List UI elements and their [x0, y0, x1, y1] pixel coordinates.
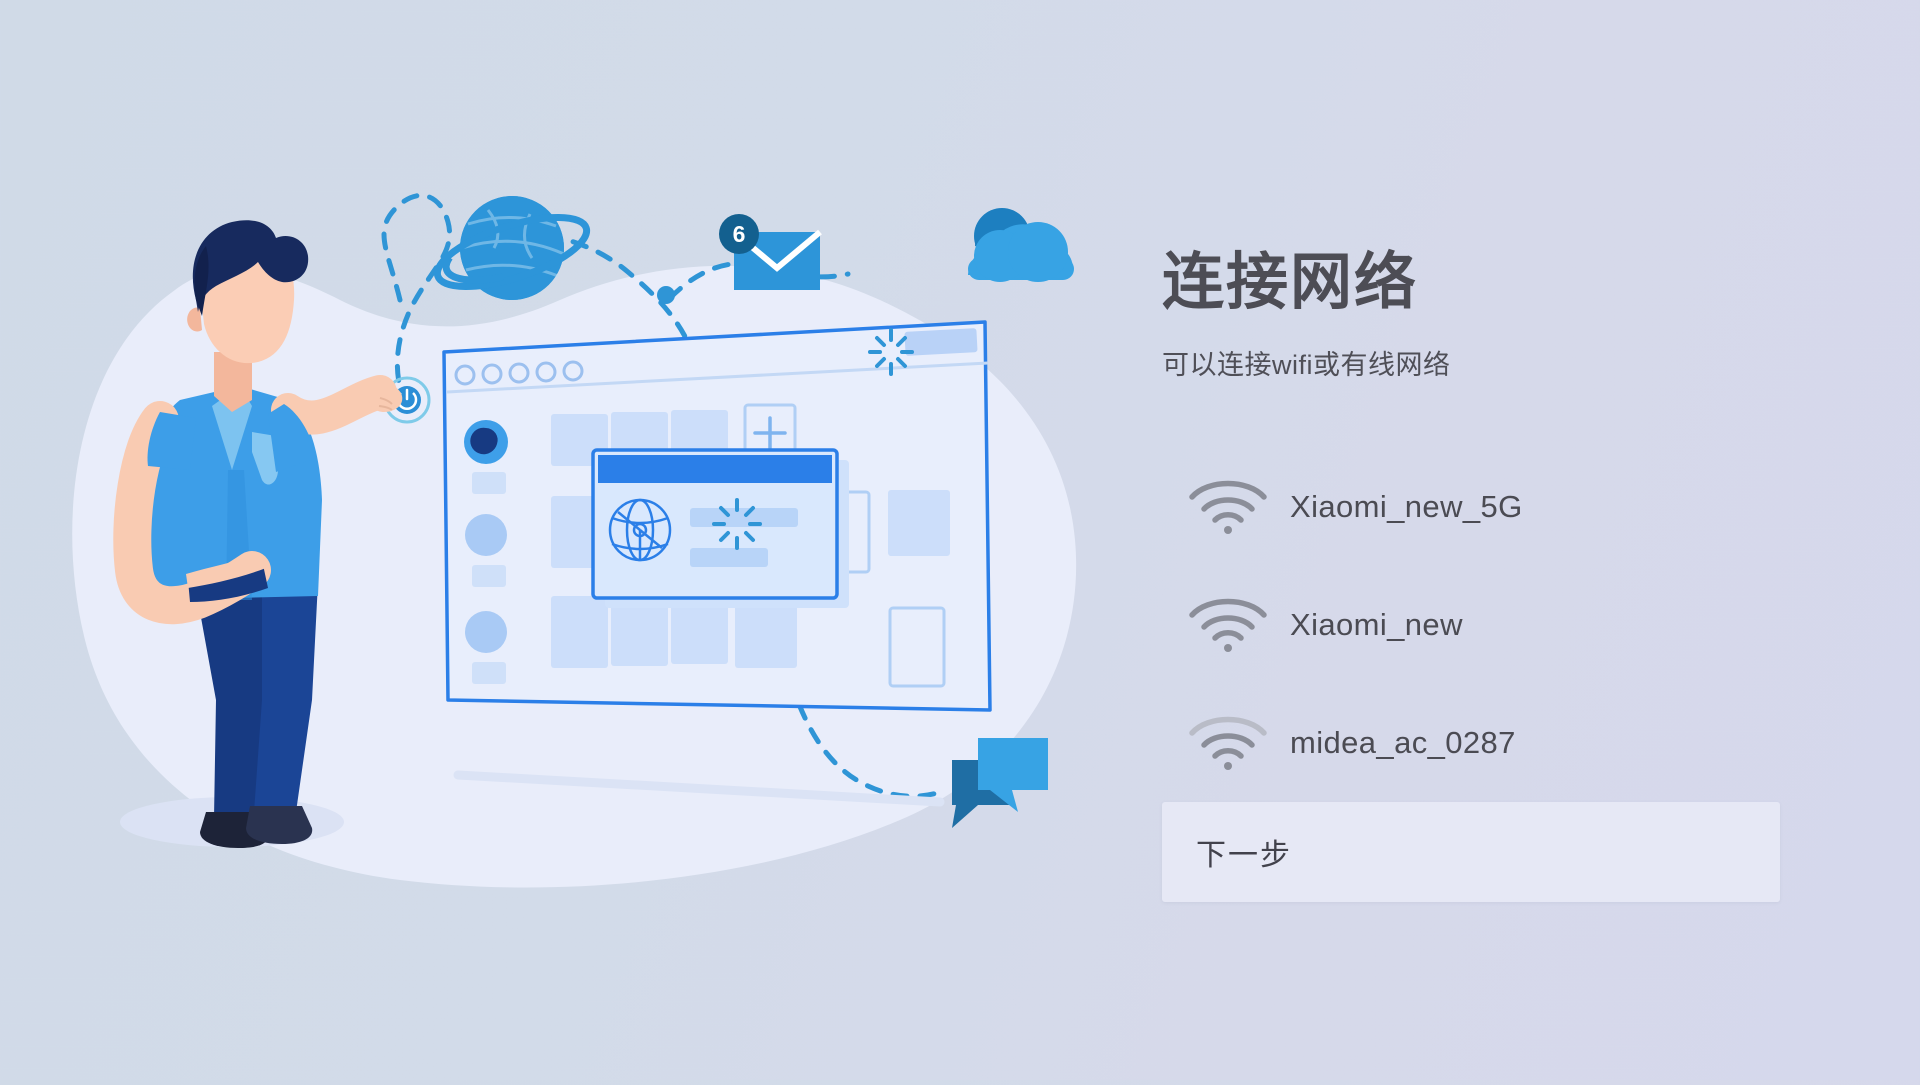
mail-icon: 6 — [719, 214, 822, 290]
mail-badge — [719, 214, 759, 254]
modal-titlebar — [598, 455, 832, 483]
path-dot-upper — [657, 286, 675, 304]
person-left-sleeve — [147, 412, 196, 470]
wifi-network-list: Xiaomi_new_5G Xiaomi_new — [1162, 448, 1862, 802]
illustration-svg: 6 — [72, 192, 1077, 888]
planet-icon — [433, 196, 591, 300]
person-collar — [212, 386, 252, 470]
mail-badge-count: 6 — [733, 221, 746, 247]
wifi-network-name: midea_ac_0287 — [1290, 724, 1516, 760]
browser-url-pill — [904, 328, 978, 356]
connect-network-panel: 连接网络 可以连接wifi或有线网络 Xiaomi_new_5G — [1162, 248, 1862, 902]
wifi-icon — [1180, 595, 1276, 655]
browser-window-illustration — [442, 320, 992, 807]
person-right-shoe — [246, 806, 313, 844]
wifi-icon — [1180, 477, 1276, 537]
globe-icon — [608, 498, 672, 562]
person-left-hand — [186, 554, 266, 588]
sparkle-icon-topbar — [868, 328, 914, 376]
chat-bubble-icon — [952, 738, 1048, 828]
wifi-network-row[interactable]: Xiaomi_new_5G — [1162, 448, 1862, 566]
plus-icon — [753, 416, 787, 450]
onboarding-illustration: 6 — [72, 192, 1077, 888]
person-pocket — [252, 432, 278, 485]
person-illustration — [113, 220, 403, 848]
person-ear — [187, 307, 202, 332]
page-subtitle: 可以连接wifi或有线网络 — [1162, 349, 1451, 380]
wifi-network-row[interactable]: Xiaomi_new — [1162, 566, 1862, 684]
person-right-sleeve — [268, 404, 316, 472]
modal-dialog — [591, 448, 849, 608]
person-hair-shade — [194, 246, 209, 316]
page-title: 连接网络 — [1162, 248, 1419, 317]
person-right-leg — [254, 582, 318, 812]
person-left-leg — [196, 588, 268, 820]
wifi-network-row[interactable]: midea_ac_0287 — [1162, 684, 1862, 802]
person-hair — [192, 220, 309, 312]
person-neck — [214, 352, 252, 412]
next-step-button[interactable]: 下一步 — [1162, 801, 1780, 902]
next-step-button-label: 下一步 — [1196, 838, 1292, 872]
cloud-icon — [967, 208, 1074, 282]
wifi-network-name: Xiaomi_new_5G — [1290, 488, 1523, 524]
wifi-icon — [1180, 713, 1276, 773]
wifi-network-name: Xiaomi_new — [1290, 606, 1463, 642]
sparkle-icon-modal — [712, 498, 762, 550]
person-right-hand — [368, 382, 403, 412]
